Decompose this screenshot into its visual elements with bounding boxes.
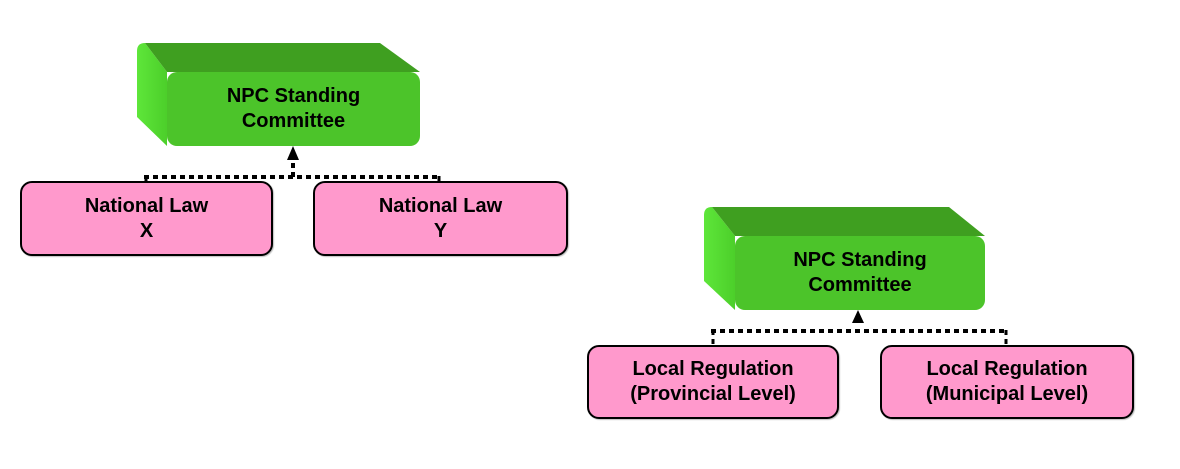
- label-line2: Y: [433, 219, 448, 242]
- label-line1: National Law: [378, 194, 503, 217]
- label-line1: Local Regulation: [632, 358, 794, 380]
- national-law-y-box: National Law Y: [313, 181, 568, 256]
- connector-group-2: [711, 310, 1008, 346]
- arrow-up-icon: [287, 146, 299, 160]
- label-line2: Committee: [241, 110, 346, 132]
- label-line1: National Law: [84, 194, 209, 217]
- node-label: NPC Standing Committee: [735, 236, 985, 310]
- connector-group-1: [144, 146, 441, 182]
- box-3d-shape: [704, 207, 985, 310]
- label-line2: (Provincial Level): [630, 383, 796, 405]
- label-line1: NPC Standing: [226, 85, 361, 107]
- local-regulation-provincial-box: Local Regulation (Provincial Level): [587, 345, 839, 419]
- box-3d-shape: [137, 43, 420, 146]
- npc-standing-committee-box-1: NPC Standing Committee: [137, 43, 421, 147]
- label-line2: X: [139, 219, 154, 242]
- label-line2: (Municipal Level): [925, 383, 1089, 405]
- national-law-x-box: National Law X: [20, 181, 273, 256]
- node-label: NPC Standing Committee: [167, 72, 420, 146]
- npc-standing-committee-box-2: NPC Standing Committee: [704, 207, 986, 311]
- label-line1: NPC Standing: [793, 249, 927, 271]
- arrow-up-icon: [852, 310, 864, 323]
- label-line2: Committee: [808, 274, 912, 296]
- label-line1: Local Regulation: [926, 358, 1088, 380]
- local-regulation-municipal-box: Local Regulation (Municipal Level): [880, 345, 1134, 419]
